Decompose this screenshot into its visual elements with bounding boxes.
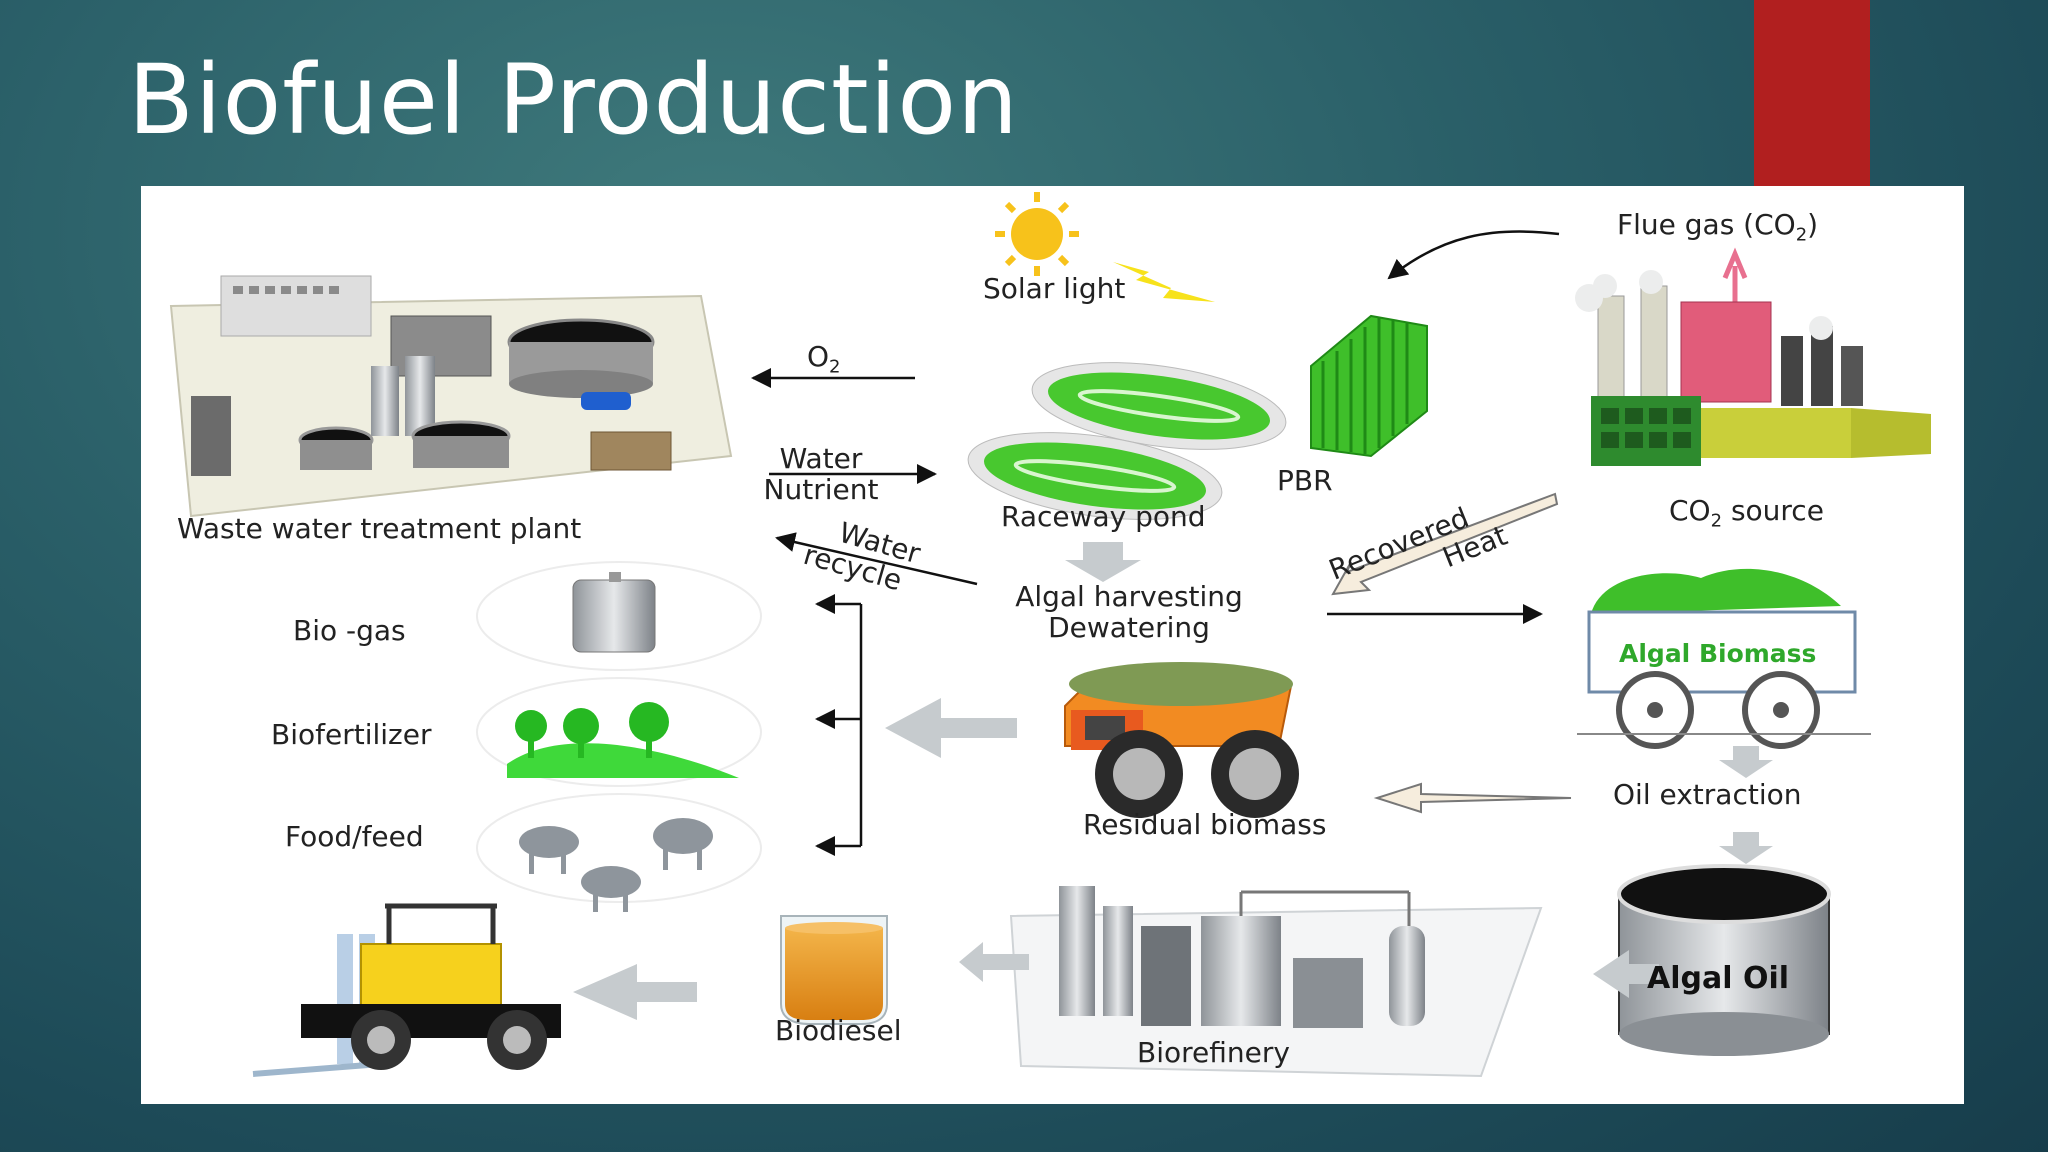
o2-label: O2 [807, 340, 841, 378]
biofertilizer-label: Biofertilizer [271, 718, 432, 751]
factory-icon [1575, 270, 1931, 466]
water-nutrient-label: Water Nutrient [763, 442, 879, 506]
flue-gas-label: Flue gas (CO2) [1617, 208, 1819, 246]
algal-oil-label: Algal Oil [1647, 961, 1790, 996]
pbr-panel-icon [1310, 314, 1428, 458]
biorefinery-label: Biorefinery [1137, 1036, 1290, 1069]
solar-light-label: Solar light [983, 272, 1126, 305]
food-feed-label: Food/feed [285, 820, 424, 853]
algal-harvesting-label: Algal harvesting Dewatering [1015, 580, 1243, 644]
diagram-artwork [169, 192, 1931, 1078]
oil-extraction-label: Oil extraction [1613, 778, 1802, 811]
sun-icon [995, 192, 1079, 276]
residual-biomass-label: Residual biomass [1083, 808, 1327, 841]
co2-source-label: CO2 source [1669, 494, 1824, 532]
trees-icon [507, 702, 739, 778]
biogas-tank-icon [572, 572, 656, 653]
raceway-pond-label: Raceway pond [1001, 500, 1206, 533]
accent-bar [1754, 0, 1870, 186]
raceway-pond-icon [967, 362, 1287, 520]
pbr-label: PBR [1277, 464, 1333, 497]
waste-water-plant-label: Waste water treatment plant [177, 512, 582, 545]
sheep-icon [519, 818, 713, 912]
beaker-icon [780, 915, 888, 1025]
biodiesel-label: Biodiesel [775, 1014, 902, 1047]
dump-truck-icon [1064, 662, 1299, 818]
forklift-icon [252, 903, 561, 1077]
refinery-icon [1009, 886, 1543, 1078]
lightning-icon [1113, 262, 1215, 302]
algal-biomass-label: Algal Biomass [1619, 639, 1817, 668]
minecart-icon [1577, 568, 1871, 749]
oil-drum-icon [1617, 864, 1831, 1056]
treatment-plant-icon [169, 275, 733, 518]
diagram-panel: Solar light Flue gas (CO2) PBR CO2 sourc… [141, 186, 1964, 1104]
slide-title: Biofuel Production [128, 44, 1019, 156]
biogas-label: Bio -gas [293, 614, 406, 647]
